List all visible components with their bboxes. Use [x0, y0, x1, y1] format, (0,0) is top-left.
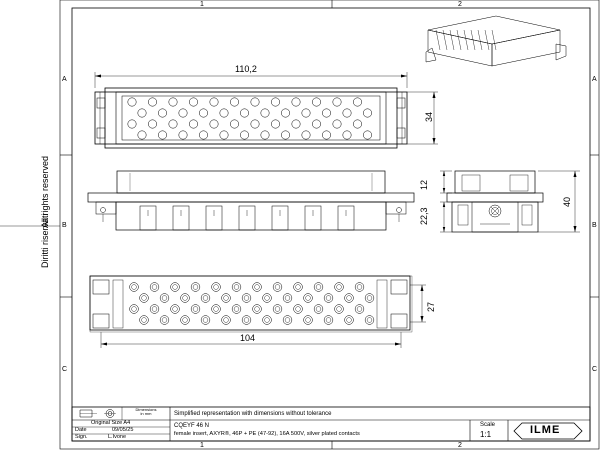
part-description: female insert, AXYR®, 46P + PE (47-92), …	[174, 431, 360, 437]
dim-top-width	[94, 72, 408, 88]
scale-label: Scale	[480, 422, 496, 428]
row-label-b: B	[62, 222, 67, 229]
dim-label-top-width: 110,2	[235, 64, 257, 74]
bottom-view	[89, 275, 413, 333]
end-view	[446, 170, 544, 233]
part-code: CQEYF 46 N	[174, 423, 210, 429]
dim-label-bottom-width: 104	[240, 333, 256, 343]
row-label-c-right: C	[592, 366, 598, 373]
top-view	[94, 87, 408, 149]
dim-top-height	[407, 91, 438, 145]
dim-side	[440, 170, 580, 233]
row-label-a: A	[62, 76, 67, 83]
isometric-view	[425, 15, 567, 67]
date-label: Date	[75, 427, 87, 433]
projection-label: Dimensions in mm	[135, 407, 157, 416]
dim-label-side-total: 40	[562, 196, 572, 207]
outer-border	[59, 0, 600, 450]
scale-value: 1:1	[480, 430, 492, 439]
bottom-contact-grid	[129, 282, 375, 325]
projection-symbol	[79, 409, 116, 418]
top-contact-grid	[127, 97, 372, 140]
original-size: Original Size A4	[91, 420, 131, 426]
description-heading: Simplified representation with dimension…	[174, 411, 332, 417]
col-label-2-bottom: 2	[458, 442, 462, 449]
dim-label-bottom-height: 27	[426, 301, 436, 312]
author-note: Diritti riservati	[40, 213, 50, 268]
row-label-c: C	[62, 366, 68, 373]
col-label-2: 2	[458, 1, 462, 8]
dim-bottom	[100, 284, 426, 348]
date-value: 09/05/25	[112, 427, 134, 433]
dim-label-top-height: 34	[424, 111, 434, 122]
row-label-a-right: A	[592, 76, 597, 83]
title-block	[71, 406, 591, 442]
col-label-1-bottom: 1	[200, 442, 204, 449]
side-view	[87, 170, 415, 231]
sign-value: L.Ivone	[108, 434, 127, 440]
sign-label: Sign.	[75, 434, 88, 440]
dim-label-side-mid: 22,3	[419, 207, 429, 225]
ilme-logo	[513, 422, 583, 440]
col-label-1: 1	[200, 1, 204, 8]
dim-label-side-top: 12	[419, 179, 429, 190]
inner-border	[71, 7, 591, 442]
row-label-b-right: B	[592, 222, 597, 229]
ilme-logo-text: ILME	[530, 424, 561, 436]
